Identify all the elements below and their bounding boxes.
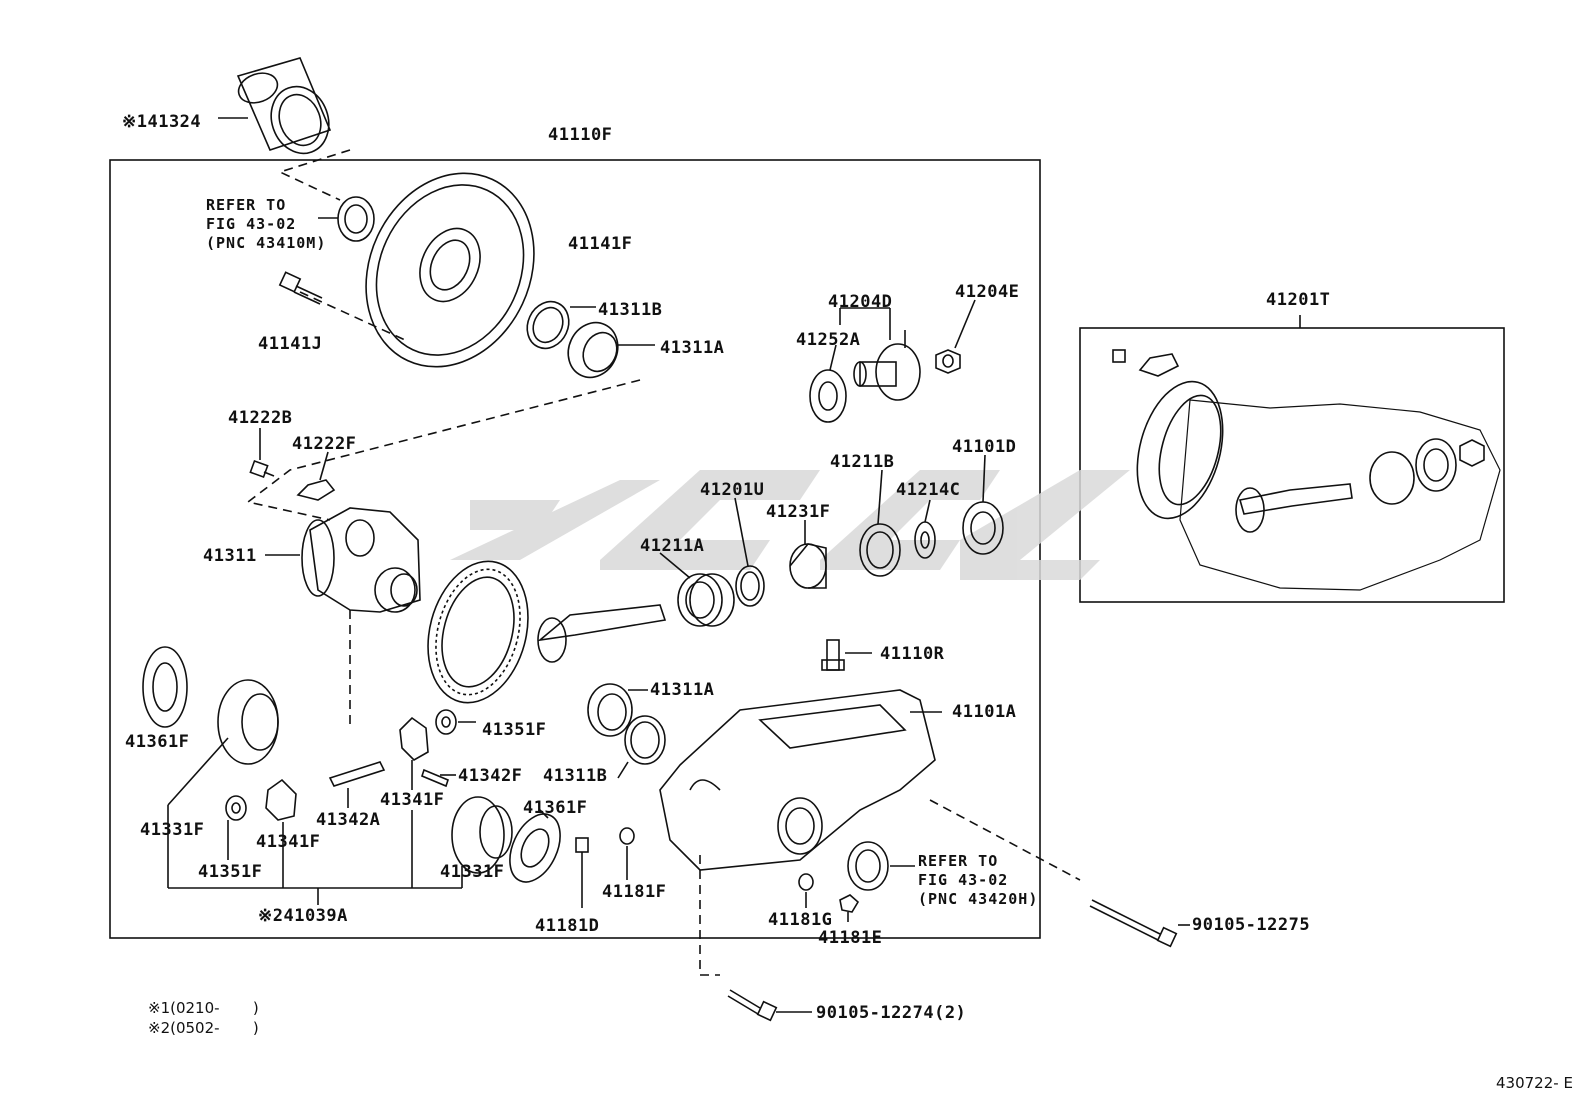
- washer-41351f-left: [225, 795, 247, 821]
- label-41181g: 41181G: [768, 910, 833, 930]
- label-41311b-mid: 41311B: [543, 766, 608, 786]
- flange-41204d: [853, 343, 921, 401]
- label-90105-12275: 90105-12275: [1192, 915, 1311, 935]
- label-41342f: 41342F: [458, 766, 523, 786]
- side-gear-41331f-left: [217, 679, 279, 765]
- label-41311b-top: 41311B: [598, 300, 663, 320]
- label-41204d: 41204D: [828, 292, 893, 312]
- label-41141j: 41141J: [258, 334, 323, 354]
- seal-ref-top: [337, 196, 375, 242]
- kit-box-41201t: [1079, 327, 1505, 603]
- footnote-1: ※1(0210- ): [148, 999, 259, 1017]
- gasket-41181f: [619, 827, 635, 880]
- label-41231f: 41231F: [766, 502, 831, 522]
- watermark-logo: [450, 470, 1130, 580]
- label-41361f-left: 41361F: [125, 732, 190, 752]
- bearing-41311b-mid: [624, 715, 666, 765]
- label-41252a: 41252A: [796, 330, 861, 350]
- washer-41252a: [809, 369, 847, 423]
- label-41181f: 41181F: [602, 882, 667, 902]
- label-41331f-mid: 41331F: [440, 862, 505, 882]
- label-41361f-mid: 41361F: [523, 798, 588, 818]
- label-41214c: 41214C: [896, 480, 961, 500]
- label-90105-12274: 90105-12274(2): [816, 1003, 967, 1023]
- side-gear-41331f-mid: [451, 796, 513, 874]
- bearing-41211a: [677, 573, 735, 627]
- thrust-washer-41361f-left: [142, 646, 188, 728]
- assembly-box-41110f: [109, 159, 1041, 939]
- refer-note-bottom: REFER TO FIG 43-02 (PNC 43420H): [918, 852, 1039, 908]
- label-41181d: 41181D: [535, 916, 600, 936]
- gasket-41181g: [798, 873, 814, 908]
- label-41341f-left: 41341F: [256, 832, 321, 852]
- label-41311a-top: 41311A: [660, 338, 725, 358]
- label-41324: ※141324: [122, 112, 202, 132]
- plug-41181e: [839, 894, 860, 922]
- carrier-housing-41101a: [659, 689, 936, 871]
- label-41342a: 41342A: [316, 810, 381, 830]
- label-41311: 41311: [203, 546, 257, 566]
- label-41141f: 41141F: [568, 234, 633, 254]
- bolt-41141j: [278, 271, 323, 305]
- pinion-shaft-41342a: [328, 761, 386, 787]
- label-41181e: 41181E: [818, 928, 883, 948]
- label-41101a: 41101A: [952, 702, 1017, 722]
- bearing-41211b: [859, 523, 901, 577]
- label-41341f-mid: 41341F: [380, 790, 445, 810]
- label-41204e: 41204E: [955, 282, 1020, 302]
- label-41101d: 41101D: [952, 437, 1017, 457]
- cover-41141f: [365, 172, 535, 368]
- thrust-washer-41361f-mid: [509, 813, 561, 883]
- bolt-90105-12275: [1089, 899, 1178, 948]
- label-41110f: 41110F: [548, 125, 613, 145]
- bolt-41222b: [249, 459, 275, 479]
- bearing-41311a-mid: [587, 683, 633, 737]
- label-41039a: ※241039A: [258, 906, 348, 926]
- breather-41110r: [821, 639, 845, 671]
- figure-code: 430722- E: [1496, 1074, 1573, 1092]
- footnote-2: ※2(0502- ): [148, 1019, 259, 1037]
- pin-41342f: [421, 768, 449, 788]
- plug-41181d: [575, 837, 589, 908]
- nut-41204e: [935, 349, 961, 374]
- label-41201t: 41201T: [1266, 290, 1331, 310]
- kit-contents-41201t: [1112, 349, 1501, 591]
- label-41331f-left: 41331F: [140, 820, 205, 840]
- ring-gear-pinion: [427, 560, 667, 704]
- label-41351f-left: 41351F: [198, 862, 263, 882]
- pinion-41341f-left: [265, 778, 297, 821]
- label-41311a-mid: 41311A: [650, 680, 715, 700]
- label-41351f-mid: 41351F: [482, 720, 547, 740]
- washer-41351f-mid: [435, 709, 457, 735]
- label-41222b: 41222B: [228, 408, 293, 428]
- lock-plate-41222f: [296, 479, 336, 501]
- bolt-90105-12274: [727, 989, 778, 1022]
- bearing-41231f: [789, 543, 827, 589]
- differential-case-41311: [301, 507, 421, 613]
- label-41201u: 41201U: [700, 480, 765, 500]
- label-41110r: 41110R: [880, 644, 945, 664]
- bearing-41311a-top: [567, 321, 619, 379]
- label-41222f: 41222F: [292, 434, 357, 454]
- label-41211a: 41211A: [640, 536, 705, 556]
- seal-ref-bottom: [847, 841, 889, 891]
- pinion-41341f-mid: [399, 716, 429, 761]
- spacer-41201u: [735, 565, 765, 607]
- bearing-41311b-top: [526, 300, 570, 350]
- refer-note-top: REFER TO FIG 43-02 (PNC 43410M): [206, 196, 327, 252]
- label-41211b: 41211B: [830, 452, 895, 472]
- extension-tube-41324: [236, 57, 332, 155]
